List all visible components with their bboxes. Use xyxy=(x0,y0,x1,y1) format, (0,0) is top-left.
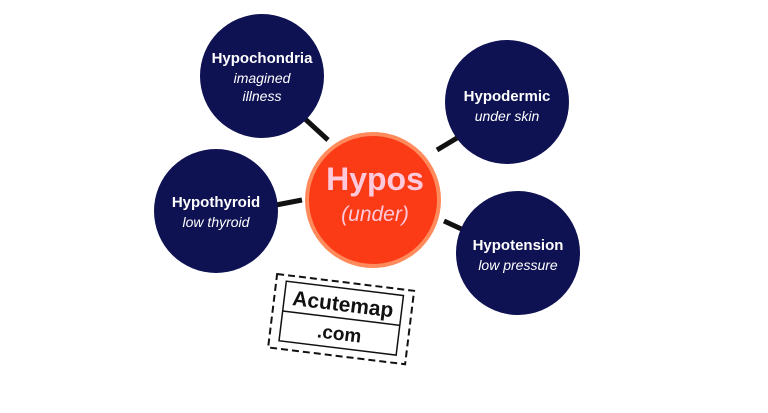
node-title: Hypodermic xyxy=(464,88,551,105)
node-hypochondria: Hypochondria imagined illness xyxy=(200,14,324,138)
center-circle xyxy=(309,136,437,264)
node-circle xyxy=(200,14,324,138)
center-node: Hypos (under) xyxy=(305,132,441,268)
node-subtitle-line-1: low pressure xyxy=(478,257,558,273)
node-subtitle-line-1: imagined xyxy=(234,70,292,86)
connector-hypochondria xyxy=(302,116,330,142)
node-title: Hypochondria xyxy=(212,50,313,67)
node-subtitle-line-2: illness xyxy=(243,88,282,104)
node-hypotension: Hypotension low pressure xyxy=(456,191,580,315)
node-subtitle-line-1: under skin xyxy=(475,108,540,124)
connector-hypothyroid xyxy=(275,197,303,208)
node-title: Hypotension xyxy=(473,237,564,254)
node-circle xyxy=(445,40,569,164)
node-circle xyxy=(456,191,580,315)
node-circle xyxy=(154,149,278,273)
center-title: Hypos xyxy=(326,161,424,197)
logo-outer-border xyxy=(267,272,416,366)
node-hypothyroid: Hypothyroid low thyroid xyxy=(154,149,278,273)
center-subtitle: (under) xyxy=(341,203,409,226)
logo-divider xyxy=(282,310,400,327)
node-hypodermic: Hypodermic under skin xyxy=(445,40,569,164)
node-title: Hypothyroid xyxy=(172,194,260,211)
acutemap-logo: Acutemap .com xyxy=(267,272,416,366)
node-subtitle-line-1: low thyroid xyxy=(183,214,251,230)
